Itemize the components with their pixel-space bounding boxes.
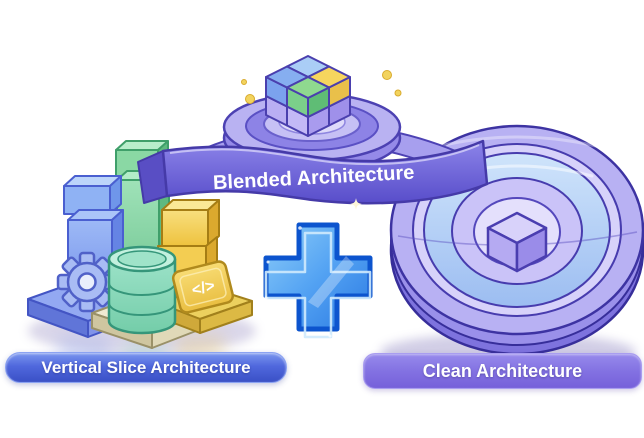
gear-icon — [56, 251, 118, 313]
plus-icon — [263, 222, 373, 339]
vertical-slice-label: Vertical Slice Architecture — [41, 358, 251, 377]
clean-architecture-label: Clean Architecture — [422, 361, 583, 381]
code-symbol: </> — [190, 277, 217, 299]
core-cube-icon — [486, 211, 548, 273]
code-plate-icon: </> — [171, 260, 235, 314]
ribbon-banner: Blended Architecture — [137, 139, 489, 205]
sparkle-icon — [241, 54, 402, 104]
blended-cube-icon — [241, 54, 402, 137]
vertical-slice-label-pill: Vertical Slice Architecture — [5, 352, 287, 383]
sparkle-icon — [257, 198, 377, 376]
database-icon — [107, 245, 177, 335]
clean-architecture-label-pill: Clean Architecture — [363, 353, 642, 389]
